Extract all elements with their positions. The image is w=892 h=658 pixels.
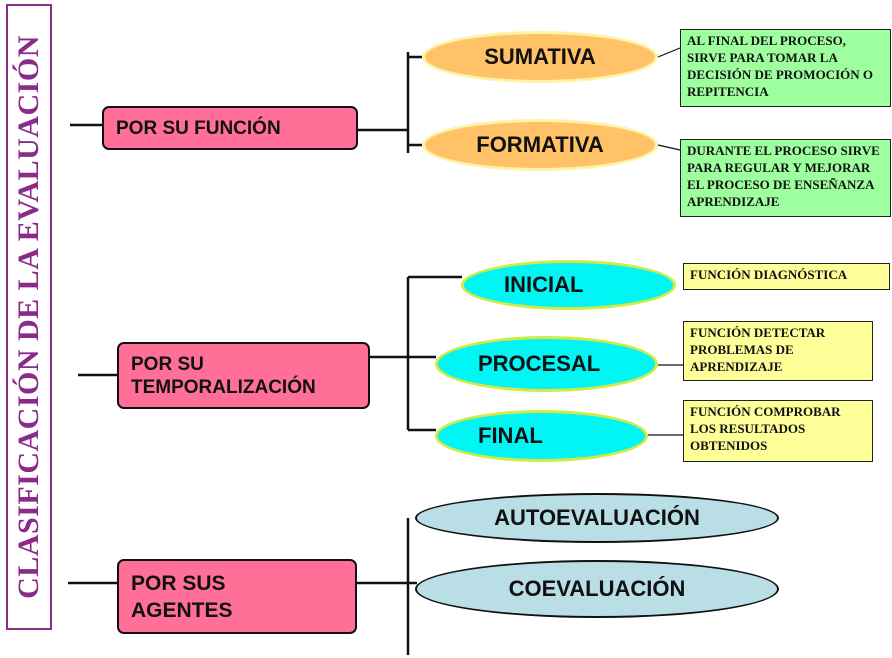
node-formativa: FORMATIVA — [422, 119, 658, 171]
category-por-su-funcion: POR SU FUNCIÓN — [102, 106, 358, 150]
node-procesal: PROCESAL — [435, 336, 658, 392]
category-por-sus-agentes: POR SUS AGENTES — [117, 559, 357, 634]
node-coevaluacion: COEVALUACIÓN — [415, 560, 779, 618]
category-por-su-temporalizacion: POR SU TEMPORALIZACIÓN — [117, 342, 370, 409]
note-formativa: DURANTE EL PROCESO SIRVE PARA REGULAR Y … — [680, 139, 891, 217]
node-autoevaluacion: AUTOEVALUACIÓN — [415, 493, 779, 543]
note-procesal: FUNCIÓN DETECTAR PROBLEMAS DE APRENDIZAJ… — [683, 321, 873, 381]
note-inicial: FUNCIÓN DIAGNÓSTICA — [683, 263, 890, 290]
title-frame — [6, 4, 52, 630]
node-inicial: INICIAL — [461, 260, 676, 310]
note-final: FUNCIÓN COMPROBAR LOS RESULTADOS OBTENID… — [683, 400, 873, 462]
node-final: FINAL — [435, 410, 648, 462]
diagram-title: CLASIFICACIÓN DE LA EVALUACIÓN — [12, 35, 45, 599]
node-sumativa: SUMATIVA — [422, 31, 658, 83]
note-sumativa: AL FINAL DEL PROCESO, SIRVE PARA TOMAR L… — [680, 29, 891, 107]
